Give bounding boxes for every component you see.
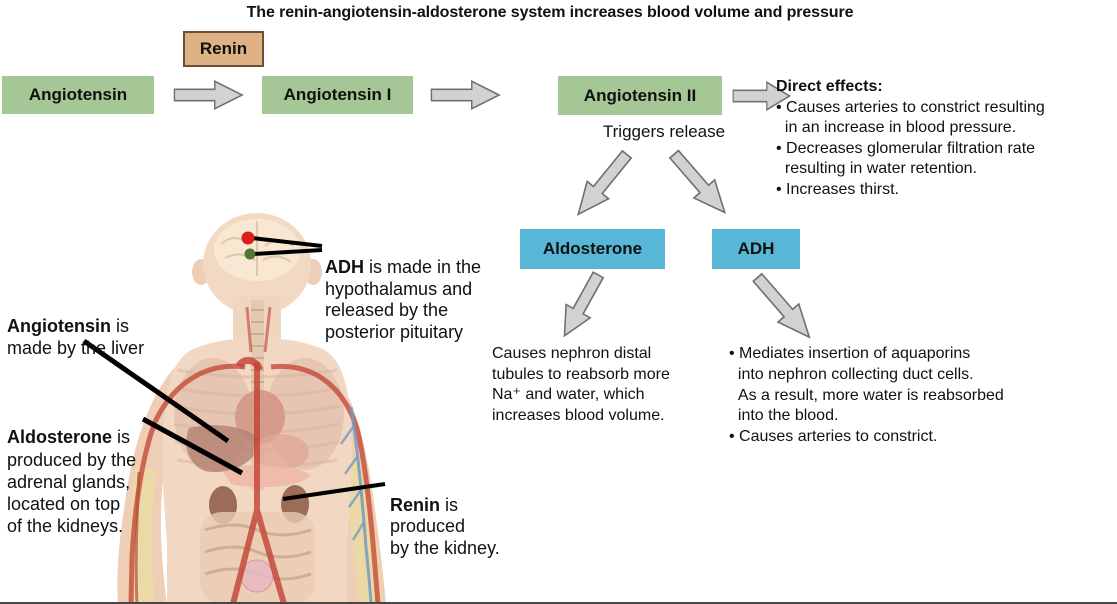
arrow-down-left-icon	[563, 271, 605, 338]
label-angiotensin-rest: is made by the liver	[7, 316, 145, 358]
flow-box-angiotensin2: Angiotensin II	[558, 76, 722, 115]
arrow-right-icon	[173, 79, 244, 111]
label-adh-rest: is made in the hypothalamus and released…	[325, 257, 482, 342]
label-angiotensin-bold: Angiotensin	[7, 316, 111, 336]
arrow-down-left-icon	[576, 149, 633, 216]
direct-effects-heading: Direct effects:	[776, 78, 883, 95]
bottom-edge-line	[0, 602, 1117, 604]
adh-hypothalamus-dot	[241, 231, 255, 245]
arrow-down-right-icon	[752, 272, 811, 339]
arrow-right-icon	[732, 80, 792, 112]
label-renin-rest: is produced by the kidney.	[390, 494, 500, 558]
flow-box-renin: Renin	[183, 31, 264, 67]
label-aldosterone-rest: is produced by the adrenal glands, locat…	[7, 427, 137, 537]
label-aldosterone-bold: Aldosterone	[7, 427, 113, 448]
label-adh-origin: ADH is made in the hypothalamus and rele…	[325, 236, 481, 343]
arrow-down-right-icon	[668, 149, 727, 214]
adh-effect-text: • Mediates insertion of aquaporins into …	[729, 345, 1004, 446]
hormone-box-adh: ADH	[712, 229, 800, 269]
direct-effects-lines: • Causes arteries to constrict resulting…	[776, 98, 1045, 198]
arrow-right-icon	[430, 79, 501, 111]
label-adh-bold: ADH	[325, 257, 364, 278]
hormone-box-aldosterone: Aldosterone	[520, 229, 665, 269]
flow-box-angiotensin: Angiotensin	[2, 76, 154, 114]
label-renin-bold: Renin	[390, 494, 441, 515]
label-renin-origin: Renin is produced by the kidney.	[390, 473, 500, 559]
adh-pituitary-dot	[244, 248, 256, 260]
diagram-title: The renin-angiotensin-aldosterone system…	[246, 4, 854, 21]
triggers-release-text: Triggers release	[602, 122, 726, 141]
flow-box-angiotensin1: Angiotensin I	[262, 76, 413, 114]
label-angiotensin-origin: Angiotensin is made by the liver	[7, 293, 144, 359]
label-aldosterone-origin: Aldosterone is produced by the adrenal g…	[7, 404, 136, 538]
direct-effects-text: Direct effects: • Causes arteries to con…	[776, 77, 1116, 201]
